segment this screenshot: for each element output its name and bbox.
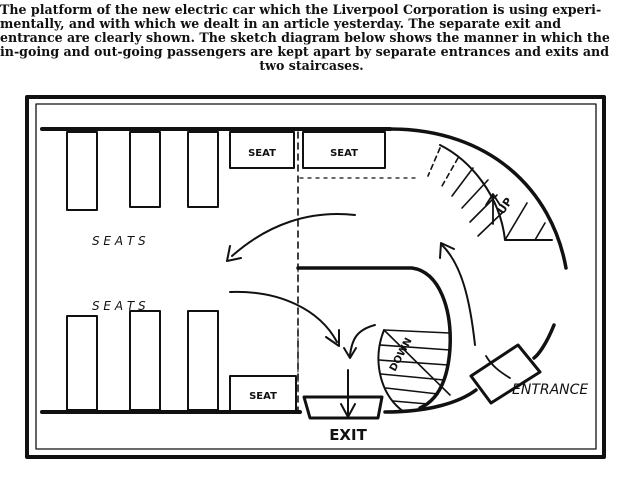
caption-line-4: in-going and out-going passengers are ke… bbox=[0, 44, 609, 59]
stair-up-label: UP bbox=[495, 195, 515, 216]
exit-doorway bbox=[302, 395, 384, 420]
seats-label-lower: S E A T S bbox=[92, 299, 146, 313]
seat-back bbox=[129, 310, 161, 411]
flow-arrow-from-stairs-icon bbox=[349, 324, 376, 356]
seats-label-upper: S E A T S bbox=[92, 234, 146, 248]
article-caption: The platform of the new electric car whi… bbox=[0, 0, 623, 80]
up-stair-inner-wall bbox=[439, 144, 553, 241]
outer-wall-bottom bbox=[383, 388, 478, 414]
seat-back bbox=[66, 131, 98, 211]
seat-label: SEAT bbox=[330, 148, 358, 159]
seat-back bbox=[129, 131, 161, 208]
seat-label: SEAT bbox=[248, 148, 276, 159]
caption-line-2: mentally, and with which we dealt in an … bbox=[0, 16, 561, 31]
entrance-arrow-icon bbox=[485, 355, 511, 379]
stair-down-label: DOWN bbox=[388, 336, 415, 373]
up-arrow-head-icon bbox=[485, 193, 501, 206]
flow-arrow-entrance-icon bbox=[441, 244, 476, 346]
exit-label: EXIT bbox=[329, 426, 367, 444]
caption-line-1: The platform of the new electric car whi… bbox=[0, 2, 602, 17]
entrance-label: ENTRANCE bbox=[512, 382, 588, 398]
caption-line-3: entrance are clearly shown. The sketch d… bbox=[0, 30, 610, 45]
seat-back bbox=[66, 315, 98, 411]
exit-arrow-head-icon bbox=[340, 403, 356, 418]
inner-partition-wall bbox=[296, 266, 452, 410]
flow-arrow-to-exit-icon bbox=[229, 290, 338, 343]
outer-wall-curve bbox=[294, 127, 568, 270]
diagram-inner-frame bbox=[35, 103, 597, 450]
up-staircase bbox=[427, 147, 546, 241]
down-stair-outer bbox=[377, 329, 405, 413]
bench-seat bbox=[302, 131, 386, 169]
bench-seat bbox=[229, 131, 295, 169]
seat-back bbox=[187, 310, 219, 411]
flow-arrow-to-seats-icon bbox=[231, 213, 356, 257]
down-staircase bbox=[378, 329, 451, 405]
diagram-frame bbox=[25, 95, 606, 459]
bench-seat bbox=[229, 375, 297, 412]
seat-back bbox=[187, 131, 219, 208]
caption-line-5: two staircases. bbox=[259, 58, 364, 73]
seat-label: SEAT bbox=[249, 391, 277, 402]
outer-wall-lower bbox=[532, 323, 556, 360]
entrance-doorway bbox=[469, 343, 542, 405]
